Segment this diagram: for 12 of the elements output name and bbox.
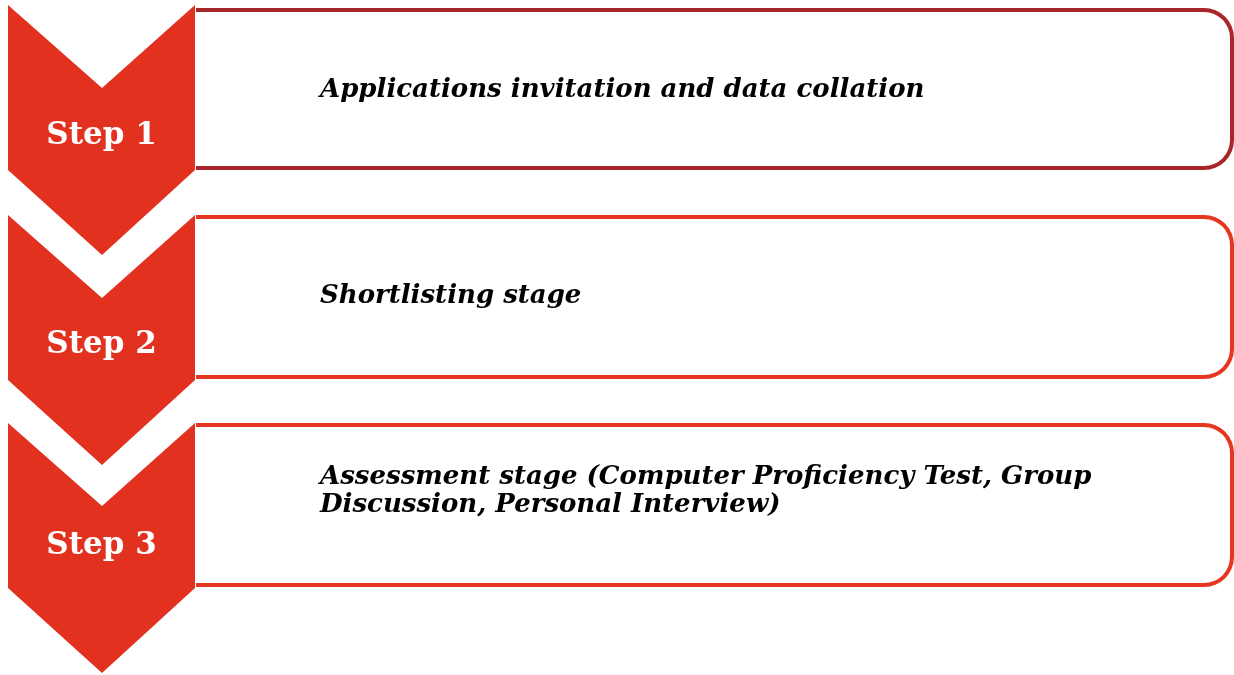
step-marker bbox=[8, 5, 195, 255]
step-description: Shortlisting stage bbox=[320, 280, 583, 308]
step-description: Assessment stage (Computer Proficiency Test, Group Discussion, Personal Interview) bbox=[320, 461, 1093, 517]
step-description: Applications invitation and data collation bbox=[320, 74, 926, 102]
step-label: Step 3 bbox=[45, 525, 158, 561]
step-box bbox=[196, 423, 1234, 587]
step-marker bbox=[8, 423, 195, 673]
step-marker bbox=[8, 215, 195, 465]
step-box bbox=[196, 215, 1234, 379]
step-label: Step 2 bbox=[45, 324, 158, 360]
step-box bbox=[196, 8, 1234, 170]
step-label: Step 1 bbox=[45, 115, 158, 151]
